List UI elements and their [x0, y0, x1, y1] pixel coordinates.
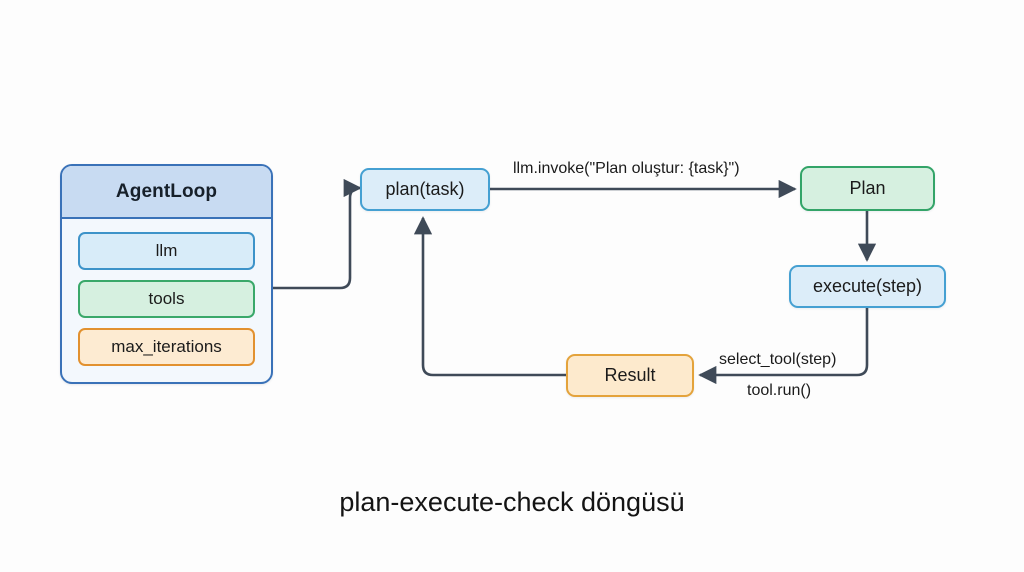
- node-result: Result: [566, 354, 694, 397]
- attribute-llm: llm: [78, 232, 255, 270]
- edge-result-to-plan-task: [413, 216, 566, 377]
- diagram-caption: plan-execute-check döngüsü: [339, 487, 685, 517]
- edge-agentloop-to-plan-task: [273, 178, 362, 290]
- node-plan-task: plan(task): [360, 168, 490, 211]
- edge-label-llm-invoke: llm.invoke("Plan oluştur: {task}"): [513, 160, 740, 177]
- node-execute-step: execute(step): [789, 265, 946, 308]
- node-plan: Plan: [800, 166, 935, 211]
- edge-label-select-tool: select_tool(step): [719, 351, 837, 368]
- agentloop-title: AgentLoop: [62, 166, 271, 219]
- agentloop-attributes: llm tools max_iterations: [62, 219, 271, 380]
- attribute-tools: tools: [78, 280, 255, 318]
- agentloop-class-box: AgentLoop llm tools max_iterations: [60, 164, 273, 384]
- edge-label-tool-run: tool.run(): [747, 382, 812, 399]
- attribute-max-iterations: max_iterations: [78, 328, 255, 366]
